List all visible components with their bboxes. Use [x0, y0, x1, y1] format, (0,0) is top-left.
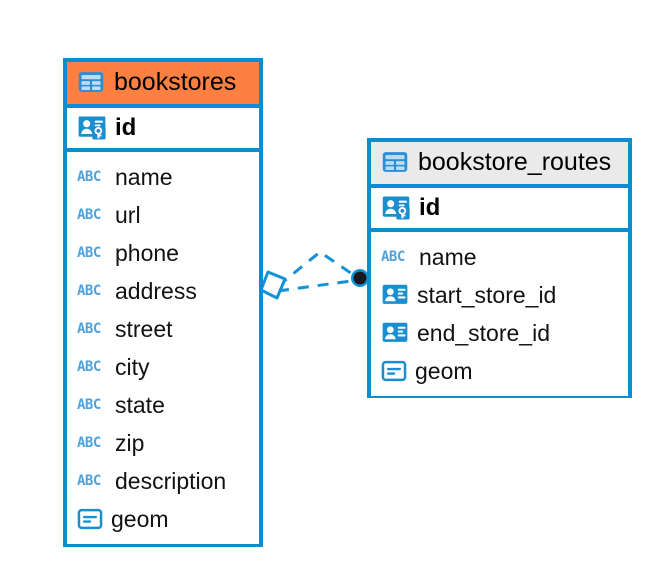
- column-label: geom: [111, 505, 169, 532]
- column-row-primary-key[interactable]: id: [371, 188, 628, 232]
- column-label: id: [419, 193, 441, 221]
- entity-title: bookstore_routes: [418, 147, 612, 176]
- column-label: phone: [115, 239, 179, 266]
- column-label: start_store_id: [417, 281, 557, 308]
- column-row-name[interactable]: ABC name: [77, 158, 249, 196]
- column-list-bookstore-routes: ABC name start_store_id: [371, 232, 628, 396]
- column-row-name[interactable]: ABC name: [381, 238, 618, 276]
- geometry-icon: [77, 506, 103, 532]
- relationship-branch-upper: [277, 250, 359, 288]
- column-row-end-store-id[interactable]: end_store_id: [381, 314, 618, 352]
- entity-header-bookstores[interactable]: bookstores: [67, 62, 259, 108]
- column-label: name: [419, 243, 477, 270]
- abc-text-icon: ABC: [77, 435, 101, 451]
- column-label: city: [115, 353, 150, 380]
- relationship-branch-lower: [277, 278, 359, 293]
- column-row-city[interactable]: ABC city: [77, 348, 249, 386]
- entity-header-bookstore-routes[interactable]: bookstore_routes: [371, 142, 628, 188]
- column-label: street: [115, 315, 173, 342]
- column-row-description[interactable]: ABC description: [77, 462, 249, 500]
- primary-key-icon: [77, 113, 107, 143]
- column-row-url[interactable]: ABC url: [77, 196, 249, 234]
- column-row-start-store-id[interactable]: start_store_id: [381, 276, 618, 314]
- column-label: description: [115, 467, 227, 494]
- column-row-address[interactable]: ABC address: [77, 272, 249, 310]
- column-label: end_store_id: [417, 319, 550, 346]
- abc-text-icon: ABC: [77, 207, 101, 223]
- diamond-marker: [259, 270, 287, 300]
- foreign-key-icon: [381, 319, 409, 347]
- column-row-street[interactable]: ABC street: [77, 310, 249, 348]
- entity-table-bookstore-routes[interactable]: bookstore_routes id: [367, 138, 632, 398]
- column-label: state: [115, 391, 165, 418]
- primary-key-icon: [381, 193, 411, 223]
- abc-text-icon: ABC: [77, 321, 101, 337]
- column-row-primary-key[interactable]: id: [67, 108, 259, 152]
- entity-title: bookstores: [114, 67, 237, 96]
- column-row-phone[interactable]: ABC phone: [77, 234, 249, 272]
- abc-text-icon: ABC: [77, 283, 101, 299]
- column-label: id: [115, 113, 137, 141]
- foreign-key-icon: [381, 281, 409, 309]
- abc-text-icon: ABC: [77, 359, 101, 375]
- column-row-geom[interactable]: geom: [77, 500, 249, 538]
- abc-text-icon: ABC: [77, 245, 101, 261]
- column-label: address: [115, 277, 197, 304]
- column-list-bookstores: ABC name ABC url ABC phone ABC address A…: [67, 152, 259, 544]
- column-row-state[interactable]: ABC state: [77, 386, 249, 424]
- column-label: zip: [115, 429, 145, 456]
- geometry-icon: [381, 358, 407, 384]
- abc-text-icon: ABC: [77, 169, 101, 185]
- column-label: url: [115, 201, 141, 228]
- column-row-geom[interactable]: geom: [381, 352, 618, 390]
- column-row-zip[interactable]: ABC zip: [77, 424, 249, 462]
- column-label: geom: [415, 357, 473, 384]
- abc-text-icon: ABC: [77, 473, 101, 489]
- table-icon: [381, 148, 409, 176]
- abc-text-icon: ABC: [77, 397, 101, 413]
- column-label: name: [115, 163, 173, 190]
- entity-table-bookstores[interactable]: bookstores: [63, 58, 263, 547]
- table-icon: [77, 68, 105, 96]
- abc-text-icon: ABC: [381, 249, 405, 265]
